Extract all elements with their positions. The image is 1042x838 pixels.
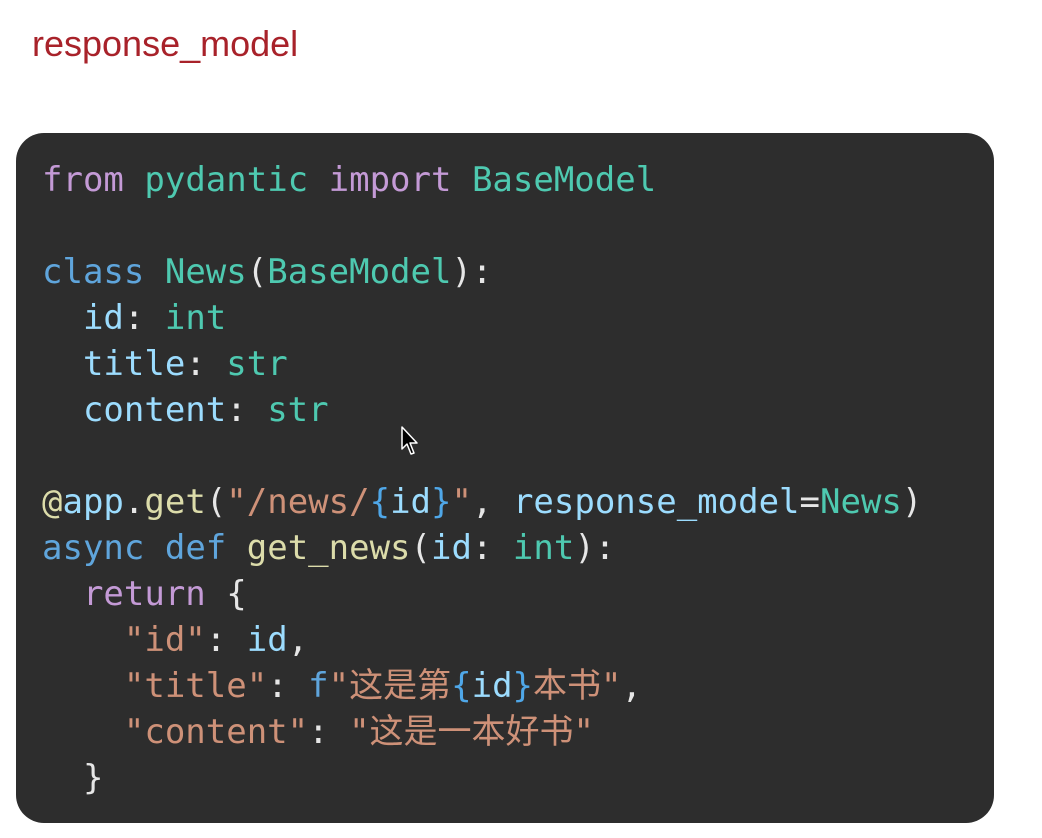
code-line-13: "content": "这是一本好书" bbox=[42, 709, 922, 755]
colon: : bbox=[308, 712, 350, 752]
keyword-import: import bbox=[328, 160, 452, 200]
slide-title: response_model bbox=[32, 23, 299, 64]
mouse-pointer-icon bbox=[401, 426, 418, 455]
get-method: get bbox=[144, 482, 206, 522]
comma: , bbox=[621, 666, 642, 706]
fstring-part-2: 本书" bbox=[533, 666, 622, 706]
keyword-class: class bbox=[42, 252, 145, 292]
brace-close: } bbox=[82, 758, 104, 798]
app-object: app bbox=[62, 482, 124, 522]
paren-close: ) bbox=[901, 482, 923, 522]
keyword-def: def bbox=[164, 528, 227, 568]
imported-class: BaseModel bbox=[471, 160, 657, 200]
dict-key-content: "content" bbox=[123, 712, 309, 752]
colon: : bbox=[205, 620, 247, 660]
paren-close: ): bbox=[451, 252, 493, 292]
function-name: get_news bbox=[246, 528, 411, 568]
code-line-2-blank bbox=[42, 203, 922, 249]
field-content: content bbox=[82, 390, 227, 430]
dot: . bbox=[123, 482, 145, 522]
response-model-class: News bbox=[820, 482, 902, 522]
code-line-4: id: int bbox=[42, 295, 922, 341]
response-model-kwarg: response_model bbox=[512, 482, 800, 522]
code-line-9: async def get_news(id: int): bbox=[42, 525, 922, 571]
code-line-7-blank bbox=[42, 433, 922, 479]
type-str: str bbox=[226, 344, 288, 384]
code-line-11: "id": id, bbox=[42, 617, 922, 663]
paren-close: ): bbox=[574, 528, 616, 568]
paren-open: ( bbox=[246, 252, 268, 292]
fstring-param: id bbox=[471, 666, 513, 706]
class-name: News bbox=[164, 252, 247, 292]
code-line-12: "title": f"这是第{id}本书", bbox=[42, 663, 922, 709]
code-line-1: from pydantic import BaseModel bbox=[42, 157, 922, 203]
keyword-return: return bbox=[82, 574, 206, 614]
brace-close: } bbox=[431, 482, 452, 522]
fstring-prefix: f bbox=[308, 666, 329, 706]
path-param: id bbox=[390, 482, 432, 522]
type-int: int bbox=[164, 298, 227, 338]
code-line-10: return { bbox=[42, 571, 922, 617]
code-line-3: class News(BaseModel): bbox=[42, 249, 922, 295]
code-line-8: @app.get("/news/{id}", response_model=Ne… bbox=[42, 479, 922, 525]
code-line-5: title: str bbox=[42, 341, 922, 387]
brace-close: } bbox=[512, 666, 534, 706]
keyword-from: from bbox=[42, 160, 124, 200]
colon: : bbox=[471, 528, 513, 568]
path-string-start: "/news/ bbox=[226, 482, 370, 522]
dict-value-id: id bbox=[246, 620, 288, 660]
equals: = bbox=[799, 482, 821, 522]
type-int: int bbox=[512, 528, 575, 568]
brace-open: { bbox=[369, 482, 391, 522]
colon: : bbox=[185, 344, 227, 384]
comma: , bbox=[287, 620, 309, 660]
field-title: title bbox=[82, 344, 186, 384]
paren-open: ( bbox=[205, 482, 227, 522]
dict-key-title: "title" bbox=[123, 666, 268, 706]
colon: : bbox=[267, 666, 309, 706]
code-line-6: content: str bbox=[42, 387, 922, 433]
comma: , bbox=[472, 482, 513, 522]
path-string-end: " bbox=[451, 482, 472, 522]
decorator-at: @ bbox=[42, 482, 63, 522]
colon: : bbox=[226, 390, 268, 430]
param-id: id bbox=[431, 528, 472, 568]
dict-value-content: "这是一本好书" bbox=[349, 712, 595, 752]
paren-open: ( bbox=[410, 528, 431, 568]
dict-key-id: "id" bbox=[123, 620, 206, 660]
brace-open: { bbox=[451, 666, 472, 706]
base-class: BaseModel bbox=[267, 252, 452, 292]
brace-open: { bbox=[226, 574, 247, 614]
colon: : bbox=[123, 298, 165, 338]
code-line-14: } bbox=[42, 755, 922, 801]
fstring-part-1: "这是第 bbox=[328, 666, 452, 706]
keyword-async: async bbox=[42, 528, 145, 568]
field-id: id bbox=[82, 298, 124, 338]
module-name: pydantic bbox=[144, 160, 309, 200]
type-str: str bbox=[267, 390, 329, 430]
